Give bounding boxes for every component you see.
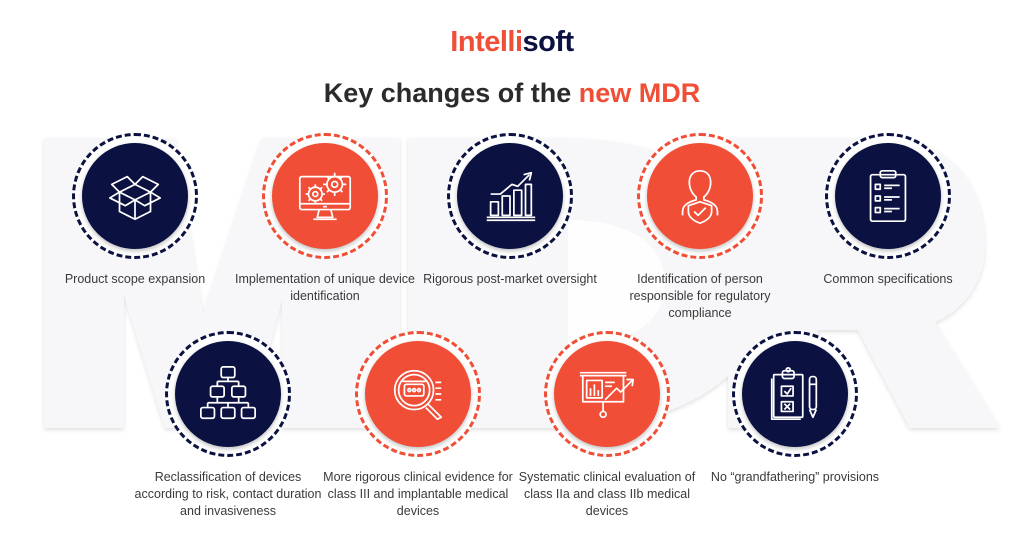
dashed-ring [447,133,573,259]
dashed-ring [355,331,481,457]
growth-chart-icon [457,143,563,249]
monitor-gears-icon [272,143,378,249]
logo-part-intelli: Intelli [450,26,523,58]
dashed-ring [262,133,388,259]
clipboard-pen-icon [742,341,848,447]
title-highlight: new MDR [578,78,701,108]
item-label: Implementation of unique device identifi… [235,272,415,303]
item-post-market: Rigorous post-market oversight [410,133,610,288]
logo-part-soft: soft [522,26,575,58]
dashed-ring [165,331,291,457]
dashed-ring [544,331,670,457]
person-shield-icon [647,143,753,249]
magnifier-icon [365,341,471,447]
intellisoft-logo: Intellisoft [0,26,1024,59]
item-udi: Implementation of unique device identifi… [225,133,425,305]
item-clinical-evidence: More rigorous clinical evidence for clas… [318,331,518,520]
open-box-icon [82,143,188,249]
item-label: More rigorous clinical evidence for clas… [323,470,513,518]
item-label: Reclassification of devices according to… [134,470,322,518]
item-label: Systematic clinical evaluation of class … [518,470,696,518]
item-label: Common specifications [823,272,953,286]
dashed-ring [825,133,951,259]
item-responsible-person: Identification of person responsible for… [600,133,800,322]
item-product-scope: Product scope expansion [35,133,235,288]
item-label: Rigorous post-market oversight [423,272,597,286]
presentation-board-icon [554,341,660,447]
hierarchy-icon [175,341,281,447]
title-prefix: Key changes of the [323,78,579,108]
item-common-specs: Common specifications [788,133,988,288]
dashed-ring [72,133,198,259]
item-label: Identification of person responsible for… [629,272,771,320]
dashed-ring [732,331,858,457]
dashed-ring [637,133,763,259]
item-no-grandfathering: No “grandfathering” provisions [695,331,895,486]
page-title: Key changes of the new MDR [0,78,1024,109]
item-label: Product scope expansion [64,272,206,286]
item-clinical-evaluation: Systematic clinical evaluation of class … [507,331,707,520]
item-reclassification: Reclassification of devices according to… [128,331,328,520]
checklist-clipboard-icon [835,143,941,249]
item-label: No “grandfathering” provisions [710,470,880,484]
